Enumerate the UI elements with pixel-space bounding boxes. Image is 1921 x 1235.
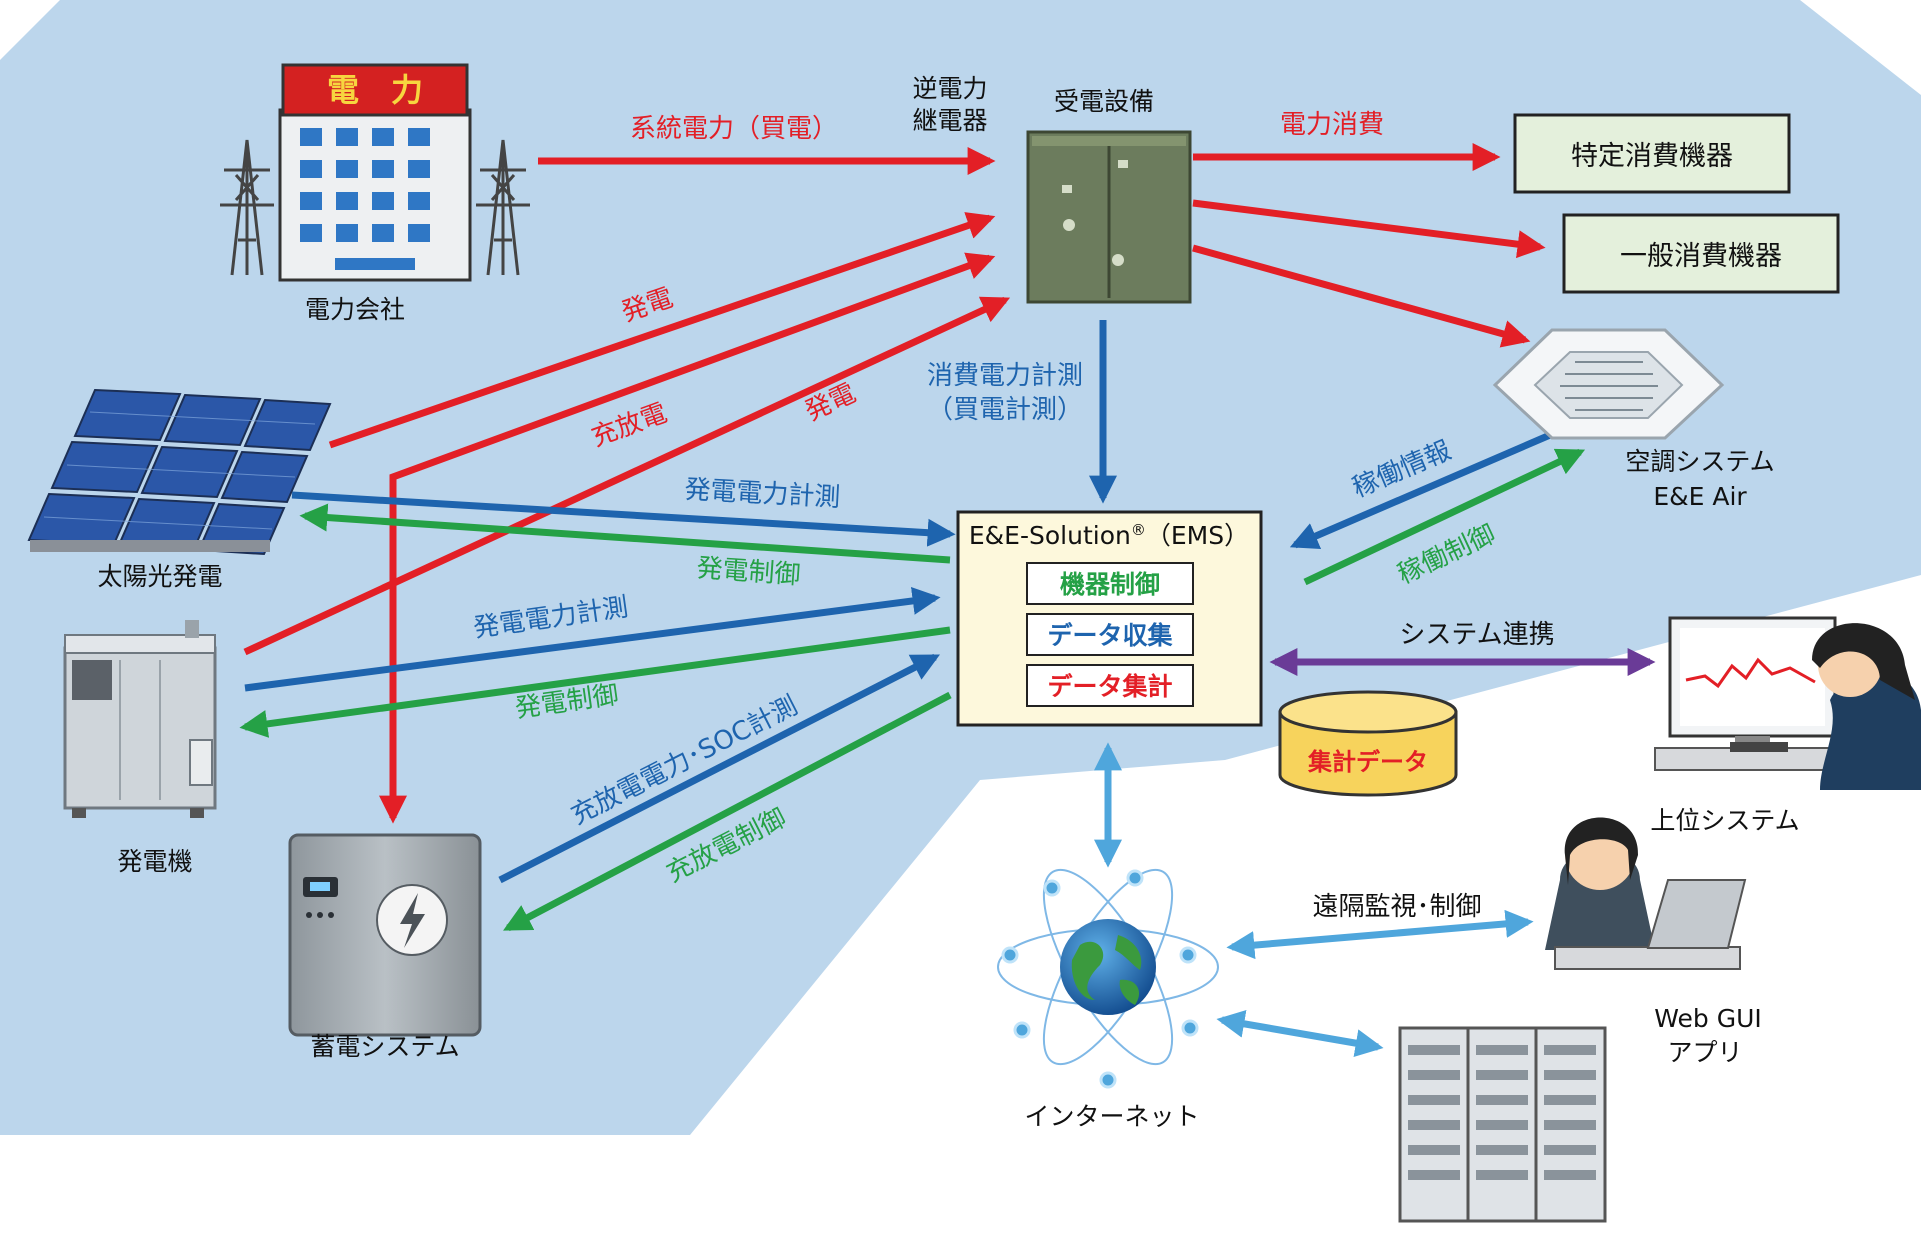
label-power-consumption: 電力消費 [1280, 110, 1384, 140]
ems-item-3: データ集計 [1047, 672, 1172, 701]
label-internet: インターネット [1024, 1102, 1199, 1131]
upper-system-illustration [1654, 616, 1921, 790]
arrow-generator-measure [244, 587, 941, 692]
label-power-company: 電力会社 [305, 295, 405, 324]
arrow-solar-control [299, 503, 951, 564]
generator-unit [63, 620, 217, 818]
ems-title: E&E-Solution®（EMS） [969, 521, 1249, 550]
general-device-box: 一般消費機器 [1562, 213, 1840, 294]
label-generator: 発電機 [117, 847, 192, 876]
label-solar: 太陽光発電 [97, 562, 222, 591]
specific-device-box: 特定消費機器 [1513, 113, 1791, 194]
label-consumption-measure-2: （買電計測） [927, 395, 1083, 425]
ems-item-box-3 [1026, 664, 1194, 707]
label-aircon-1: 空調システム [1625, 447, 1774, 476]
database-cylinder: 集計データ [1278, 690, 1458, 797]
label-remote-monitoring: 遠隔監視･制御 [1312, 892, 1481, 922]
building-windows [300, 128, 430, 270]
arrow-operation-info [1289, 428, 1559, 549]
label-system-link: システム連携 [1399, 620, 1554, 650]
power-company-illustration: 電 力 [220, 63, 530, 282]
control-arrows [239, 448, 1586, 932]
ems-title-name: E&E-Solution [969, 521, 1131, 550]
label-grid-power: 系統電力（買電） [630, 114, 838, 144]
power-company-sign: 電 力 [327, 71, 423, 109]
battery-unit [288, 833, 482, 1037]
transmission-tower-right [476, 139, 530, 276]
ems-item-2: データ収集 [1047, 621, 1173, 650]
ems-title-mark: ® [1131, 521, 1146, 539]
chart-line-icon [1685, 657, 1816, 689]
arrow-battery-measure [498, 653, 940, 884]
label-web-gui-1: Web GUI [1654, 1004, 1762, 1033]
label-substation: 受電設備 [1054, 87, 1154, 116]
transmission-tower-left [220, 139, 274, 276]
web-gui-illustration [1545, 817, 1747, 970]
label-reverse-relay-1: 逆電力 [912, 74, 987, 103]
database-label: 集計データ [1307, 748, 1428, 776]
arrow-battery-control [503, 691, 952, 932]
arrow-generator-control [239, 626, 951, 738]
aircon-unit [1492, 328, 1725, 440]
ems-title-suffix: （EMS） [1146, 521, 1249, 550]
arrow-solar-measure [291, 491, 956, 547]
laptop-icon [1646, 879, 1747, 949]
web-server-illustration [1398, 1026, 1607, 1223]
internet-globe [997, 868, 1219, 1089]
label-solar-control: 発電制御 [696, 553, 802, 590]
label-specific-device: 特定消費機器 [1571, 141, 1733, 172]
person-icon [1820, 671, 1921, 790]
arrow-generator-gen [243, 296, 1011, 656]
arrow-web-server [1216, 1010, 1384, 1057]
ems-item-box-1 [1026, 562, 1194, 605]
label-reverse-relay-2: 継電器 [912, 106, 987, 135]
substation-cabinet [1026, 130, 1192, 304]
label-consumption-measure-1: 消費電力計測 [927, 361, 1083, 391]
label-web-gui-2: アプリ [1667, 1038, 1742, 1067]
ems-item-box-2 [1026, 613, 1194, 656]
ems-box: E&E-Solution®（EMS） 機器制御 データ収集 データ集計 [956, 510, 1263, 727]
arrow-remote-monitoring [1226, 909, 1534, 960]
label-battery: 蓄電システム [310, 1032, 459, 1061]
arrow-operation-control [1303, 448, 1586, 586]
arrow-consumption-general [1192, 199, 1546, 259]
ems-item-1: 機器制御 [1060, 570, 1160, 599]
arrow-consumption-aircon [1192, 244, 1531, 348]
solar-panel-array [27, 388, 332, 556]
label-general-device: 一般消費機器 [1620, 241, 1782, 272]
internet-arrows [1094, 742, 1534, 1057]
label-upper-system: 上位システム [1650, 806, 1799, 835]
label-aircon-2: E&E Air [1653, 482, 1747, 511]
measure-arrows [244, 320, 1559, 884]
